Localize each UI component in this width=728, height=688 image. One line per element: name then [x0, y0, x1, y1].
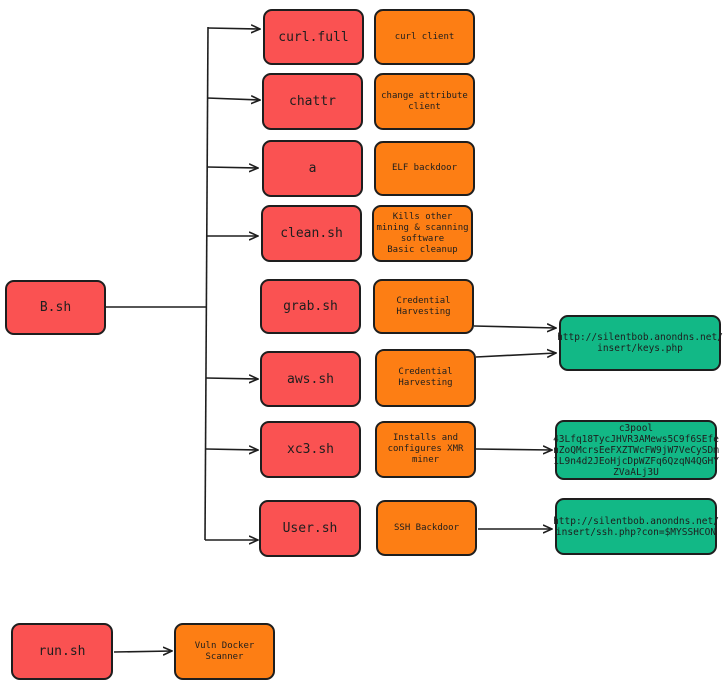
arrow-run-to-scanner	[113, 651, 172, 652]
desc-node-user-sh: SSH Backdoor	[376, 500, 477, 556]
desc-node-aws-sh: Credential Harvesting	[375, 349, 476, 407]
script-node-aws-sh: aws.sh	[260, 351, 361, 407]
branch-curl-full	[207, 28, 260, 29]
branch-xc3-sh	[205, 449, 258, 450]
desc-node-clean-sh: Kills other mining & scanning software B…	[372, 205, 473, 262]
script-node-clean-sh: clean.sh	[261, 205, 362, 262]
trunk-line	[204, 26, 209, 541]
arrow-grab-to-keys	[473, 326, 556, 328]
desc-node-grab-sh: Credential Harvesting	[373, 279, 474, 334]
script-node-curl-full: curl.full	[263, 9, 364, 65]
script-node-user-sh: User.sh	[259, 500, 361, 557]
script-node-xc3-sh: xc3.sh	[260, 421, 361, 478]
arrow-aws-to-keys	[475, 353, 556, 357]
branch-chattr	[206, 98, 260, 100]
endpoint-ssh-php: http://silentbob.anondns.net/ insert/ssh…	[553, 498, 719, 555]
arrow-xc3-to-pool	[475, 449, 552, 450]
desc-node-curl-full: curl client	[374, 9, 475, 65]
root-node-b-sh: B.sh	[5, 280, 106, 335]
script-node-a: a	[262, 140, 363, 197]
script-node-chattr: chattr	[262, 73, 363, 130]
desc-node-chattr: change attribute client	[374, 73, 475, 130]
run-sh-node: run.sh	[11, 623, 113, 680]
script-node-grab-sh: grab.sh	[260, 279, 361, 334]
endpoint-keys-php: http://silentbob.anondns.net/ insert/key…	[557, 315, 723, 371]
vuln-docker-scanner-node: Vuln Docker Scanner	[174, 623, 275, 680]
endpoint-c3pool-wallet: c3pool 43Lfq18TycJHVR3AMews5C9f6SEfe nZo…	[553, 420, 719, 480]
branch-a	[206, 167, 258, 168]
desc-node-a: ELF backdoor	[374, 141, 475, 196]
branch-aws-sh	[205, 378, 258, 379]
desc-node-xc3-sh: Installs and configures XMR miner	[375, 421, 476, 478]
